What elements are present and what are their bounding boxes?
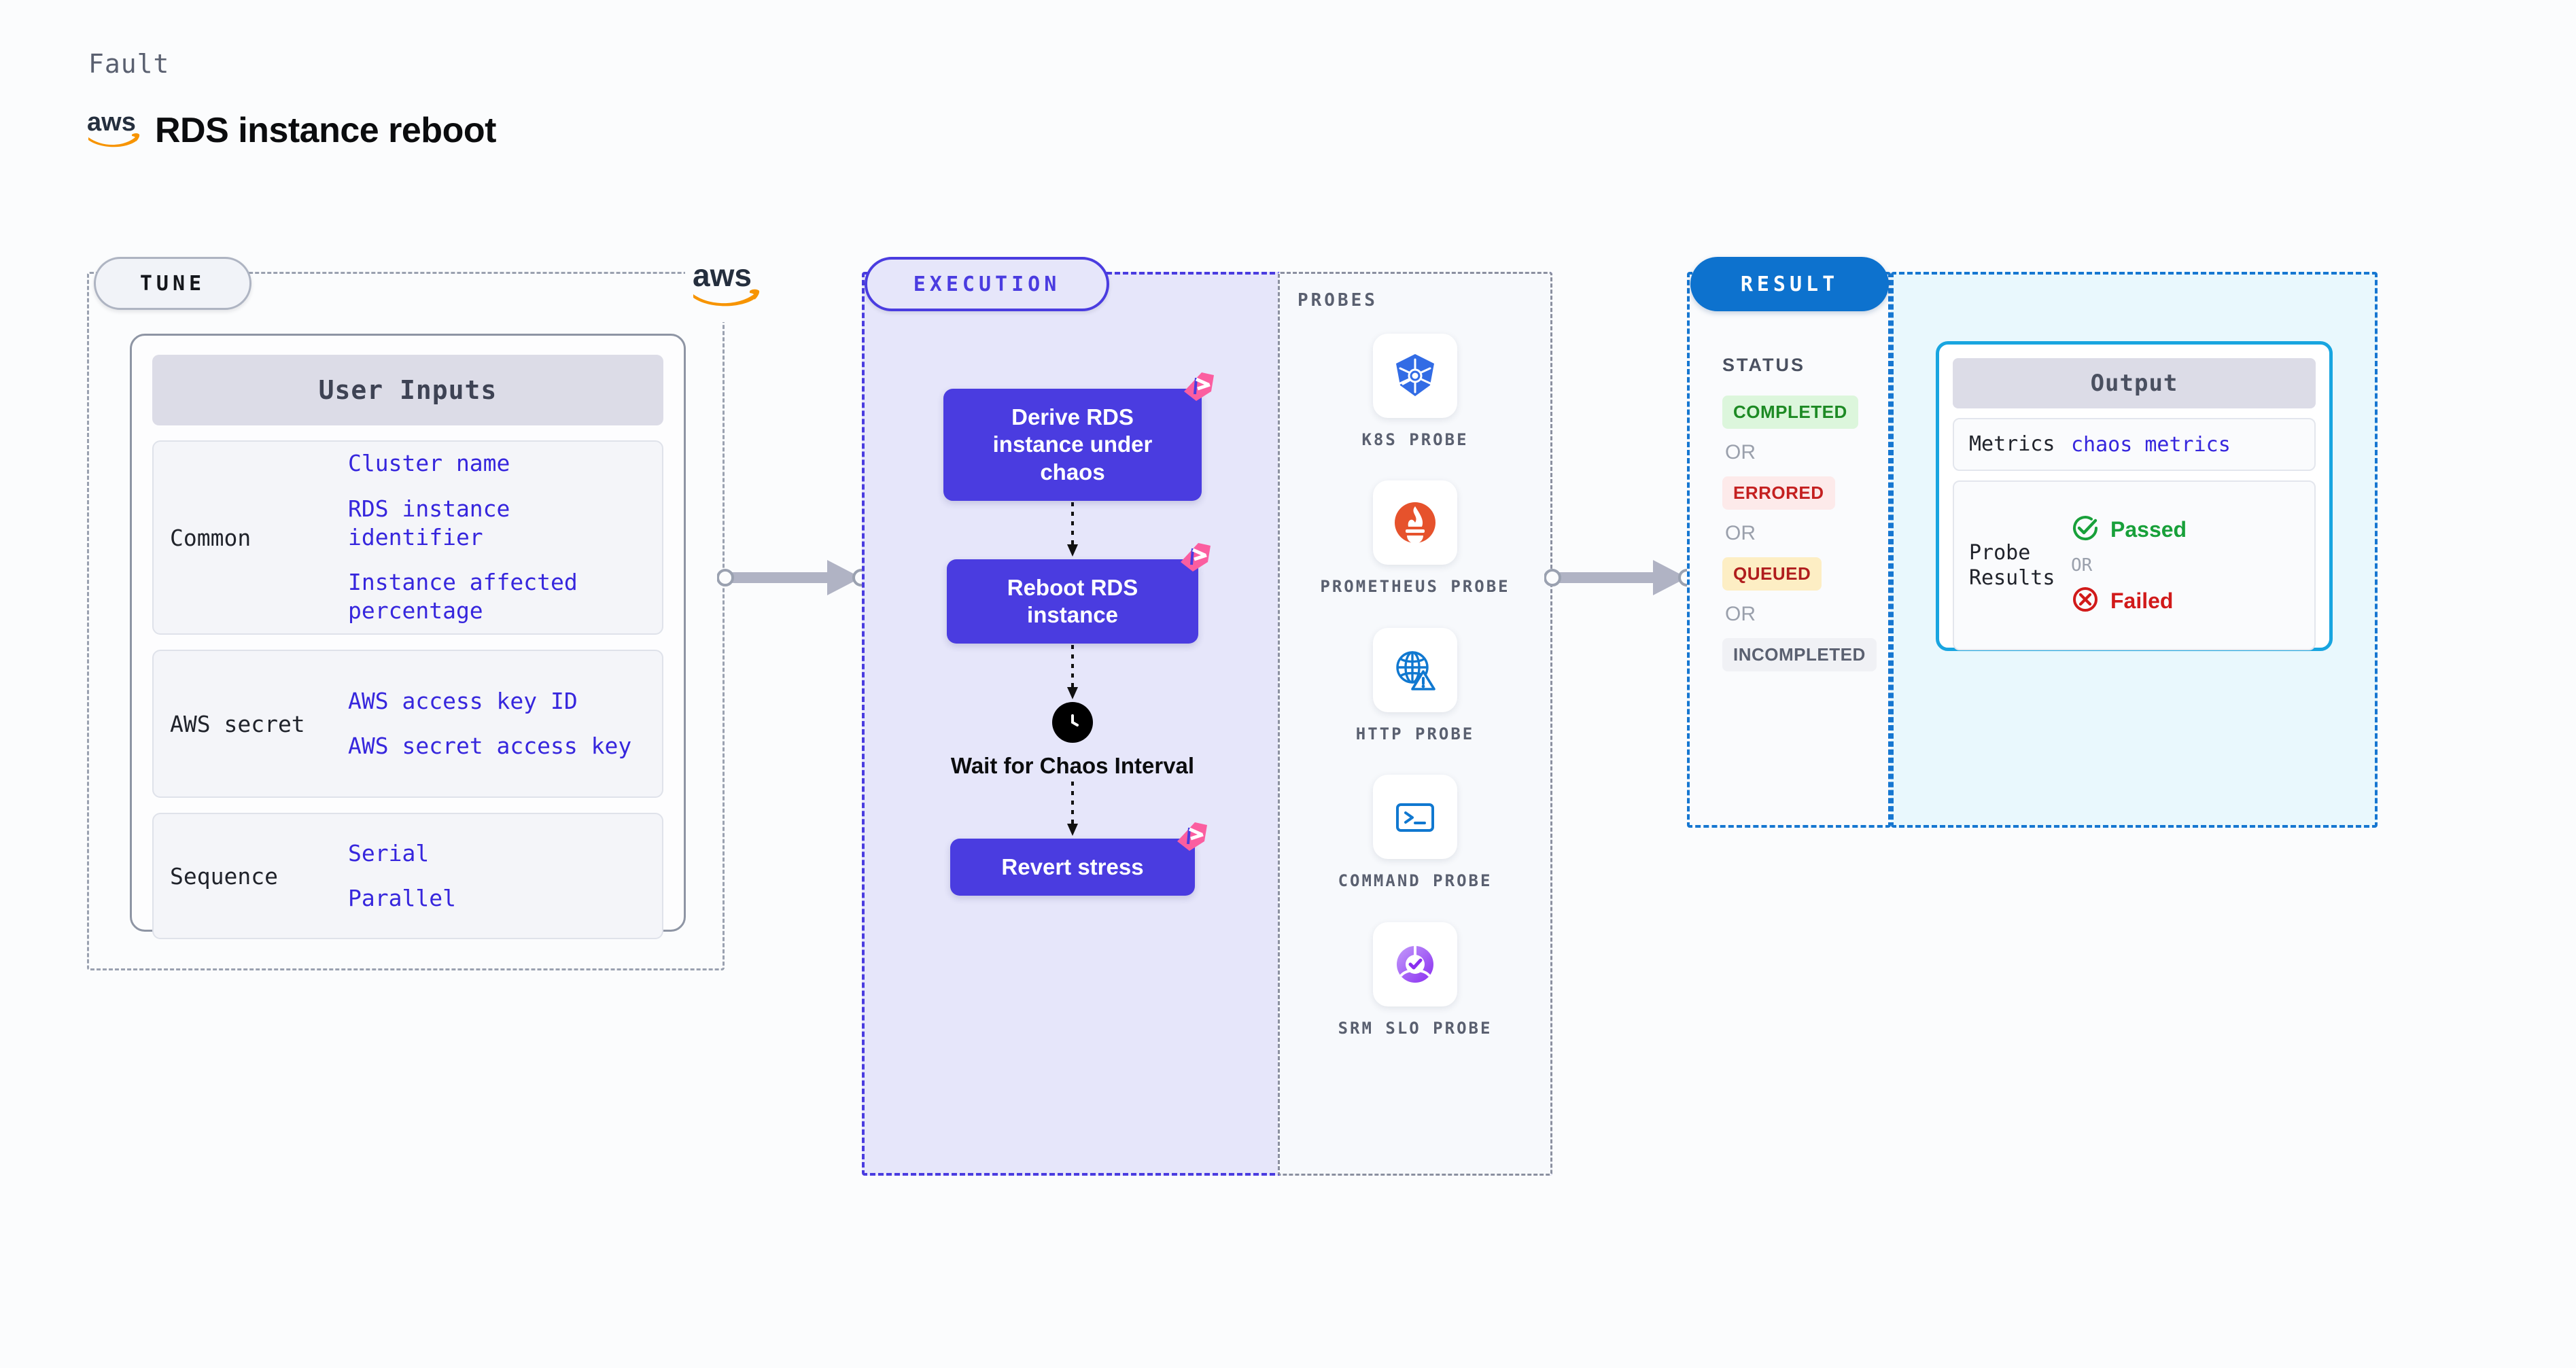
execution-flow: Derive RDS instance under chaos — [865, 372, 1281, 896]
output-metrics-row: Metrics chaos metrics — [1953, 418, 2316, 471]
page-title-row: aws RDS instance reboot — [87, 108, 496, 152]
output-metrics-label: Metrics — [1969, 432, 2055, 457]
kubernetes-icon — [1373, 334, 1457, 418]
probe-label: SRM SLO PROBE — [1338, 1018, 1493, 1038]
probe-label: PROMETHEUS PROBE — [1320, 577, 1510, 597]
probe-item-srm-slo[interactable]: SRM SLO PROBE — [1320, 922, 1510, 1039]
clock-icon — [1051, 702, 1093, 743]
probe-result-passed-label: Passed — [2110, 517, 2187, 542]
execution-step-label: Wait for Chaos Interval — [950, 753, 1195, 779]
execution-step-wait[interactable]: Wait for Chaos Interval — [951, 702, 1194, 779]
chaos-flag-icon — [1178, 542, 1213, 582]
user-inputs-card: User Inputs Common Cluster name RDS inst… — [130, 334, 686, 939]
input-group-values: Serial Parallel — [348, 839, 456, 913]
input-value[interactable]: Serial — [348, 839, 430, 866]
execution-step-revert[interactable]: Revert stress — [950, 822, 1207, 896]
status-badge-errored: ERRORED — [1722, 476, 1835, 510]
svg-text:aws: aws — [87, 109, 136, 137]
aws-mark-icon: aws — [685, 246, 768, 322]
probe-item-command[interactable]: COMMAND PROBE — [1320, 775, 1510, 892]
input-value[interactable]: Cluster name — [348, 450, 510, 477]
execution-step-label: Derive RDS instance under chaos — [992, 404, 1153, 485]
probe-label: K8S PROBE — [1361, 430, 1469, 449]
input-group-values: Cluster name RDS instance identifier Ins… — [348, 449, 640, 625]
input-group-values: AWS access key ID AWS secret access key — [348, 687, 631, 760]
probe-result-passed: Passed — [2071, 514, 2187, 546]
flow-arrow — [1065, 780, 1080, 839]
chaos-flag-icon — [1181, 371, 1217, 411]
chaos-flag-icon — [1174, 821, 1210, 861]
input-group-aws-secret: AWS secret AWS access key ID AWS secret … — [152, 650, 663, 798]
result-status-panel: STATUS COMPLETED OR ERRORED OR QUEUED OR… — [1687, 272, 1891, 828]
status-or: OR — [1725, 522, 1756, 544]
probe-item-prometheus[interactable]: PROMETHEUS PROBE — [1320, 480, 1510, 597]
probe-result-failed: Failed — [2071, 585, 2187, 617]
terminal-icon — [1373, 775, 1457, 860]
input-value[interactable]: RDS instance identifier — [348, 495, 510, 550]
input-value[interactable]: Parallel — [348, 885, 456, 911]
result-badge: RESULT — [1690, 257, 1889, 311]
output-card: Output Metrics chaos metrics Probe Resul… — [1936, 341, 2333, 651]
status-list: COMPLETED OR ERRORED OR QUEUED OR INCOMP… — [1722, 396, 1877, 671]
http-globe-warning-icon — [1373, 627, 1457, 712]
status-or: OR — [1725, 603, 1756, 625]
input-group-common: Common Cluster name RDS instance identif… — [152, 440, 663, 635]
srm-slo-icon — [1373, 922, 1457, 1006]
status-or: OR — [1725, 441, 1756, 463]
output-probe-results-row: Probe Results Passed OR — [1953, 480, 2316, 650]
probe-item-http[interactable]: HTTP PROBE — [1320, 627, 1510, 745]
probes-list: K8S PROBE PROMETHEUS PROBE — [1280, 334, 1550, 1039]
result-output-panel: Output Metrics chaos metrics Probe Resul… — [1891, 272, 2378, 828]
status-title: STATUS — [1722, 355, 1805, 375]
svg-text:aws: aws — [693, 259, 752, 293]
flow-arrow — [1065, 501, 1080, 559]
page-eyebrow: Fault — [88, 49, 170, 79]
status-badge-queued: QUEUED — [1722, 557, 1822, 591]
aws-logo-icon: aws — [87, 108, 140, 152]
tune-panel: User Inputs Common Cluster name RDS inst… — [87, 272, 725, 970]
input-value[interactable]: AWS secret access key — [348, 733, 632, 759]
status-badge-completed: COMPLETED — [1722, 396, 1858, 429]
flow-arrow — [1065, 644, 1080, 702]
prometheus-icon — [1373, 480, 1457, 565]
x-circle-icon — [2071, 585, 2100, 617]
execution-step-label: Revert stress — [1001, 854, 1144, 879]
output-probe-results-label: Probe Results — [1969, 540, 2055, 591]
input-group-label: AWS secret — [170, 710, 305, 737]
input-group-sequence: Sequence Serial Parallel — [152, 813, 663, 939]
probe-results-values: Passed OR Failed — [2071, 514, 2187, 617]
output-title: Output — [1953, 358, 2316, 408]
connector-execution-to-result — [1544, 556, 1699, 603]
input-group-label: Sequence — [170, 862, 278, 890]
input-group-label: Common — [170, 524, 251, 551]
page-title: RDS instance reboot — [155, 110, 496, 150]
status-badge-incompleted: INCOMPLETED — [1722, 638, 1877, 671]
probe-label: COMMAND PROBE — [1338, 871, 1493, 891]
probes-panel: PROBES — [1278, 272, 1552, 1176]
probe-item-k8s[interactable]: K8S PROBE — [1320, 334, 1510, 451]
execution-badge: EXECUTION — [865, 257, 1109, 311]
user-inputs-title: User Inputs — [152, 355, 663, 425]
execution-step-derive[interactable]: Derive RDS instance under chaos — [943, 372, 1214, 501]
tune-badge: TUNE — [94, 257, 251, 310]
input-value[interactable]: Instance affected percentage — [348, 569, 578, 625]
probe-result-failed-label: Failed — [2110, 589, 2174, 613]
execution-step-reboot[interactable]: Reboot RDS instance — [947, 542, 1211, 644]
probe-results-or: OR — [2071, 555, 2093, 576]
output-metrics-value[interactable]: chaos metrics — [2071, 432, 2231, 457]
input-value[interactable]: AWS access key ID — [348, 687, 578, 714]
check-circle-icon — [2071, 514, 2100, 546]
execution-step-label: Reboot RDS instance — [1007, 574, 1138, 627]
connector-tune-to-execution — [716, 556, 873, 603]
probes-title: PROBES — [1298, 290, 1378, 311]
probe-label: HTTP PROBE — [1355, 724, 1475, 743]
